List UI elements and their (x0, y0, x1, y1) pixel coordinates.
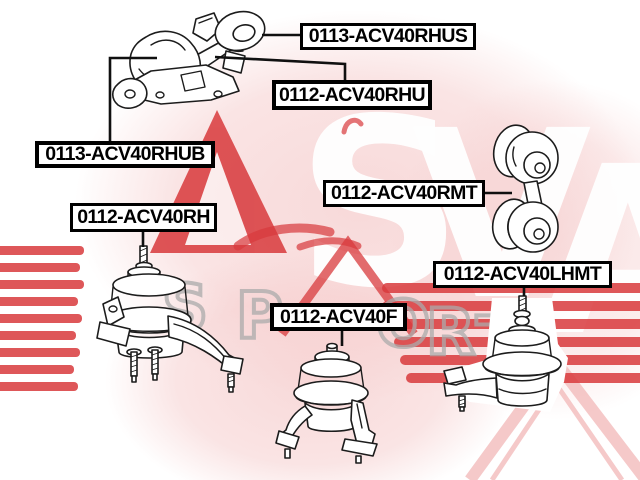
part-label-rhus: 0113-ACV40RHUS (300, 23, 476, 50)
part-drawing-engine-mount-front (275, 342, 378, 464)
part-number-text: 0113-ACV40RHUB (45, 143, 205, 165)
part-number-text: 0112-ACV40LHMT (443, 263, 602, 285)
part-drawing-torque-rod (491, 124, 559, 253)
part-number-text: 0113-ACV40RHUS (308, 25, 468, 47)
part-drawing-engine-mount-left (443, 295, 568, 412)
part-label-rhub: 0113-ACV40RHUB (35, 141, 215, 168)
part-label-rhu: 0112-ACV40RHU (272, 80, 432, 110)
watermark-pink-field-right (390, 80, 640, 420)
watermark-sport-r: R (426, 296, 475, 370)
connector-rhub (108, 56, 157, 141)
part-number-text: 0112-ACV40RHU (278, 83, 426, 106)
watermark-left-stripes (0, 246, 84, 391)
part-label-f: 0112-ACV40F (270, 303, 407, 331)
part-label-lhmt: 0112-ACV40LHMT (433, 261, 612, 288)
part-number-text: 0112-ACV40RMT (330, 182, 478, 204)
part-drawing-engine-mount-assembly (111, 10, 266, 109)
connector-lines (108, 33, 526, 346)
part-drawing-engine-mount-right (96, 245, 244, 393)
part-number-text: 0112-ACV40RH (77, 206, 210, 228)
part-label-rmt: 0112-ACV40RMT (323, 180, 485, 207)
connector-rhu (214, 55, 347, 80)
part-label-rh: 0112-ACV40RH (70, 203, 217, 232)
part-number-text: 0112-ACV40F (280, 305, 398, 328)
